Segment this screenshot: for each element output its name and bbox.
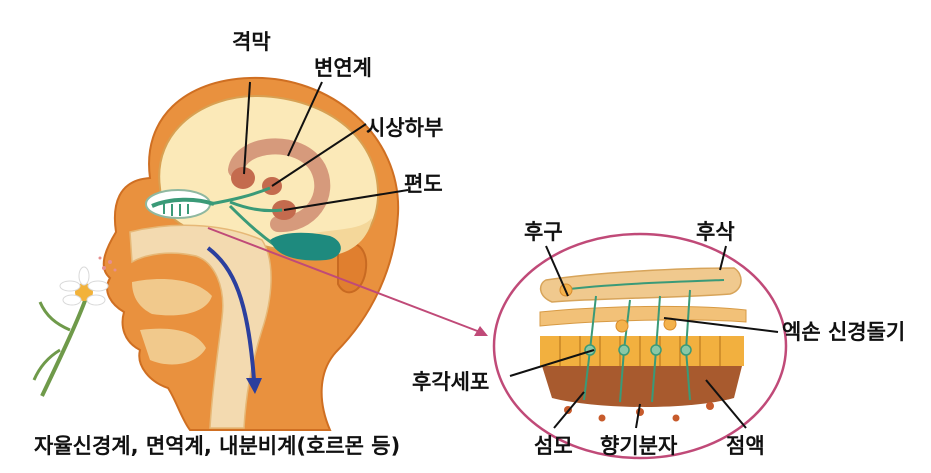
label-diaphragm: 격막 [232, 32, 271, 53]
label-olfactory-bulb: 후구 [524, 222, 563, 243]
label-odor-molecule: 향기분자 [600, 436, 677, 457]
label-cilia: 섬모 [534, 436, 573, 457]
diaphragm-structure [231, 167, 255, 189]
label-limbic-system: 변연계 [314, 58, 372, 79]
label-axon-nerve-fiber: 엑손 신경돌기 [782, 322, 905, 343]
label-amygdala: 편도 [404, 174, 443, 195]
olfactory-cell-layer [540, 336, 744, 366]
chamomile-flower-icon [34, 257, 117, 397]
caption: 자율신경계, 면역계, 내분비계(호르몬 등) [34, 436, 400, 457]
label-hypothalamus: 시상하부 [366, 118, 443, 139]
label-olfactory-cell: 후각세포 [412, 372, 489, 393]
label-olfactory-tract: 후삭 [696, 222, 735, 243]
label-mucus: 점액 [726, 436, 765, 457]
